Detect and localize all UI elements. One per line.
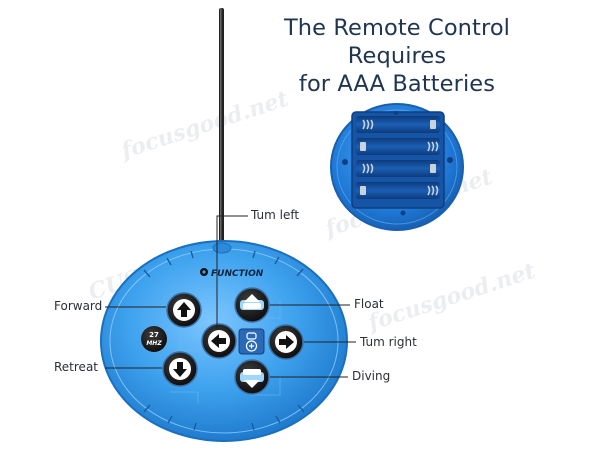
svg-text:MHZ: MHZ bbox=[146, 340, 162, 347]
headline-line-2: for AAA Batteries bbox=[298, 71, 496, 97]
battery-compartment bbox=[330, 103, 464, 231]
retreat-button[interactable] bbox=[162, 351, 198, 387]
frequency-badge: 27 MHZ bbox=[141, 326, 167, 352]
forward-button[interactable] bbox=[166, 292, 202, 328]
turn-right-button[interactable] bbox=[268, 324, 304, 360]
callout-retreat: Retreat bbox=[54, 360, 98, 374]
battery-contacts bbox=[360, 120, 436, 195]
arrow-up-icon bbox=[177, 302, 191, 317]
svg-text:27: 27 bbox=[149, 331, 159, 339]
antenna bbox=[219, 8, 224, 246]
turn-left-button[interactable] bbox=[201, 323, 237, 359]
submarine-icon bbox=[245, 332, 258, 352]
arrow-right-icon bbox=[279, 335, 294, 349]
battery-springs bbox=[362, 119, 439, 196]
callout-diving: Diving bbox=[352, 369, 391, 383]
diving-button[interactable] bbox=[234, 359, 270, 395]
callout-float: Float bbox=[354, 297, 384, 311]
dive-down-icon bbox=[243, 369, 261, 388]
callout-forward: Forward bbox=[54, 299, 103, 313]
callout-lines bbox=[105, 215, 356, 378]
svg-text:FUNCTION: FUNCTION bbox=[211, 269, 264, 279]
function-label: FUNCTION bbox=[200, 268, 264, 279]
callout-turn-left: Tum left bbox=[251, 208, 300, 222]
callout-turn-right: Tum right bbox=[360, 335, 417, 349]
dial-ticks bbox=[143, 250, 305, 431]
center-badge bbox=[238, 328, 265, 355]
arrow-down-icon bbox=[173, 362, 187, 377]
arrow-left-icon bbox=[211, 334, 226, 348]
float-button[interactable] bbox=[234, 287, 270, 323]
battery-cells bbox=[356, 116, 440, 199]
float-up-icon bbox=[243, 294, 261, 309]
headline-line-1: The Remote Control Requires bbox=[283, 15, 511, 69]
headline: The Remote Control Requires for AAA Batt… bbox=[232, 14, 562, 98]
